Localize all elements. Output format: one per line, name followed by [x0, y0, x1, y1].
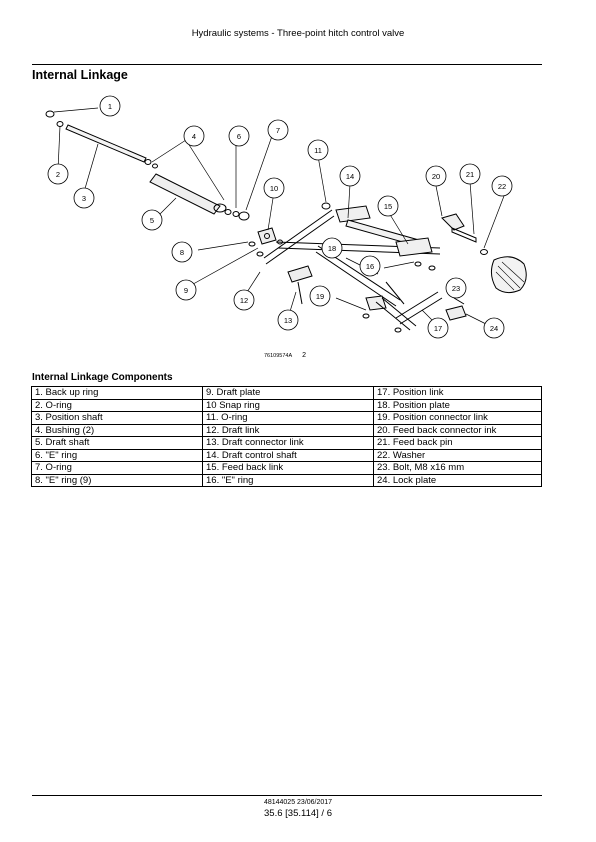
svg-text:22: 22 — [498, 182, 506, 191]
table-cell: 6. "E" ring — [31, 448, 203, 462]
svg-text:11: 11 — [314, 146, 322, 155]
svg-text:14: 14 — [346, 172, 354, 181]
svg-text:13: 13 — [284, 316, 292, 325]
callout-5: 5 — [141, 209, 163, 231]
svg-text:3: 3 — [82, 194, 86, 203]
table-row: 6. "E" ring 14. Draft control shaft 22. … — [31, 448, 542, 462]
table-cell: 7. O-ring — [31, 461, 203, 475]
exploded-view-drawing: 1 2 3 4 5 6 7 8 9 10 11 12 13 14 15 16 1… — [45, 95, 527, 339]
table-row: 4. Bushing (2) 12. Draft link 20. Feed b… — [31, 423, 542, 437]
svg-text:16: 16 — [366, 262, 374, 271]
svg-text:24: 24 — [490, 324, 498, 333]
parts-drawing — [45, 110, 527, 333]
callout-1: 1 — [99, 95, 121, 117]
table-cell: 18. Position plate — [373, 398, 542, 412]
callout-22: 22 — [491, 175, 513, 197]
svg-text:21: 21 — [466, 170, 474, 179]
table-cell: 16. "E" ring — [202, 473, 374, 487]
footer-rule — [32, 795, 542, 796]
callout-3: 3 — [73, 187, 95, 209]
table-cell: 19. Position connector link — [373, 411, 542, 425]
table-cell: 11. O-ring — [202, 411, 374, 425]
callout-2: 2 — [47, 163, 69, 185]
table-row: 5. Draft shaft 13. Draft connector link … — [31, 436, 542, 450]
svg-text:8: 8 — [180, 248, 184, 257]
table-cell: 12. Draft link — [202, 423, 374, 437]
table-row: 1. Back up ring 9. Draft plate 17. Posit… — [31, 386, 542, 400]
figure-caption: 76109574A 2 — [264, 352, 306, 359]
svg-text:7: 7 — [276, 126, 280, 135]
table-cell: 23. Bolt, M8 x16 mm — [373, 461, 542, 475]
callout-9: 9 — [175, 279, 197, 301]
table-cell: 13. Draft connector link — [202, 436, 374, 450]
callout-12: 12 — [233, 289, 255, 311]
callout-14: 14 — [339, 165, 361, 187]
figure-image-id: 76109574A — [264, 353, 293, 359]
components-table: 1. Back up ring 9. Draft plate 17. Posit… — [31, 386, 542, 487]
figure-number: 2 — [302, 352, 307, 359]
table-row: 8. "E" ring (9) 16. "E" ring 24. Lock pl… — [31, 473, 542, 487]
callout-15: 15 — [377, 195, 399, 217]
table-cell: 4. Bushing (2) — [31, 423, 203, 437]
table-row: 3. Position shaft 11. O-ring 19. Positio… — [31, 411, 542, 425]
table-cell: 9. Draft plate — [202, 386, 374, 400]
callout-20: 20 — [425, 165, 447, 187]
exploded-view-figure: 1 2 3 4 5 6 7 8 9 10 11 12 13 14 15 16 1… — [36, 92, 540, 350]
table-cell: 24. Lock plate — [373, 473, 542, 487]
table-cell: 17. Position link — [373, 386, 542, 400]
table-cell: 15. Feed back link — [202, 461, 374, 475]
svg-text:10: 10 — [270, 184, 278, 193]
table-cell: 8. "E" ring (9) — [31, 473, 203, 487]
header-rule — [32, 64, 542, 65]
svg-text:17: 17 — [434, 324, 442, 333]
table-cell: 10 Snap ring — [202, 398, 374, 412]
callout-bubbles: 1 2 3 4 5 6 7 8 9 10 11 12 13 14 15 16 1… — [47, 95, 513, 339]
svg-text:4: 4 — [192, 132, 196, 141]
svg-text:5: 5 — [150, 216, 154, 225]
callout-13: 13 — [277, 309, 299, 331]
svg-text:9: 9 — [184, 286, 188, 295]
leader-lines — [53, 107, 505, 329]
callout-16: 16 — [359, 255, 381, 277]
svg-text:6: 6 — [237, 132, 241, 141]
table-row: 7. O-ring 15. Feed back link 23. Bolt, M… — [31, 461, 542, 475]
callout-19: 19 — [309, 285, 331, 307]
callout-18: 18 — [321, 237, 343, 259]
callout-17: 17 — [427, 317, 449, 339]
table-row: 2. O-ring 10 Snap ring 18. Position plat… — [31, 398, 542, 412]
table-cell: 22. Washer — [373, 448, 542, 462]
page-header: Hydraulic systems - Three-point hitch co… — [191, 28, 405, 39]
callout-21: 21 — [459, 163, 481, 185]
table-cell: 20. Feed back connector ink — [373, 423, 542, 437]
callout-4: 4 — [183, 125, 205, 147]
callout-11: 11 — [307, 139, 329, 161]
table-title: Internal Linkage Components — [32, 372, 173, 383]
callout-10: 10 — [263, 177, 285, 199]
callout-8: 8 — [171, 241, 193, 263]
table-cell: 5. Draft shaft — [31, 436, 203, 450]
svg-text:23: 23 — [452, 284, 460, 293]
callout-6: 6 — [228, 125, 250, 147]
footer-doc-id: 48144025 23/06/2017 — [263, 799, 333, 806]
callout-23: 23 — [445, 277, 467, 299]
section-title: Internal Linkage — [32, 68, 128, 82]
table-cell: 14. Draft control shaft — [202, 448, 374, 462]
svg-text:15: 15 — [384, 202, 392, 211]
svg-text:18: 18 — [328, 244, 336, 253]
table-cell: 3. Position shaft — [31, 411, 203, 425]
table-cell: 21. Feed back pin — [373, 436, 542, 450]
svg-text:19: 19 — [316, 292, 324, 301]
svg-text:20: 20 — [432, 172, 440, 181]
callout-24: 24 — [483, 317, 505, 339]
svg-text:2: 2 — [56, 170, 60, 179]
svg-text:1: 1 — [108, 102, 112, 111]
footer-page-number: 35.6 [35.114] / 6 — [264, 808, 332, 819]
table-cell: 1. Back up ring — [31, 386, 203, 400]
svg-text:12: 12 — [240, 296, 248, 305]
table-cell: 2. O-ring — [31, 398, 203, 412]
callout-7: 7 — [267, 119, 289, 141]
